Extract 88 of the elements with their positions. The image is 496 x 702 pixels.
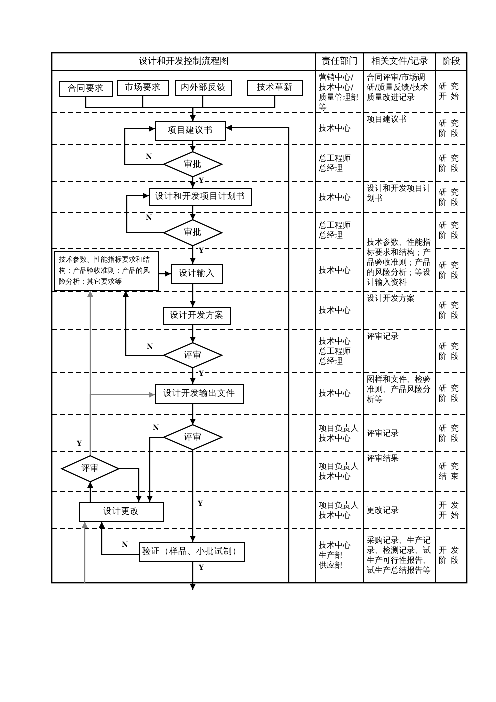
arrow [190, 368, 196, 384]
process-box: 合同要求 [59, 81, 113, 97]
department-text: 供应部 [319, 561, 343, 571]
arrow [190, 141, 196, 152]
stage-text: 研究阶段 [439, 424, 464, 444]
record-text: 更改记录 [367, 506, 399, 516]
decision-diamond: 评审 [164, 425, 222, 450]
department-text: 生产部 [319, 551, 343, 561]
decision-diamond: 评审 [164, 343, 222, 368]
department-text: 总工程师 [319, 221, 351, 231]
department-text: 项目负责人 [319, 424, 359, 434]
arrow [226, 125, 290, 583]
department-text: 技术中心 [319, 541, 351, 551]
process-box: 设计输入 [171, 264, 223, 284]
stage-text: 研究阶段 [439, 154, 464, 174]
process-box: 技术革新 [247, 80, 303, 96]
process-box: 设计开发方案 [163, 307, 231, 325]
arrow [190, 562, 196, 590]
arrow [88, 482, 94, 502]
record-text: 项目建议书 [367, 115, 407, 125]
record-text: 评审记录 [367, 428, 399, 438]
department-text: 总经理 [319, 231, 343, 241]
arrow [190, 450, 196, 542]
arrow [190, 284, 196, 307]
stage-text: 研究阶段 [439, 260, 464, 280]
decision-diamond: 审批 [164, 220, 222, 246]
arrow [190, 177, 196, 188]
column-header: 责任部门 [322, 56, 358, 68]
department-text: 项目负责人 [319, 462, 359, 472]
stage-text: 研究阶段 [439, 188, 464, 208]
department-text: 技术中心 [319, 389, 351, 399]
record-text: 采购记录、生产记录、检测记录、试生产可行性报告、试生产总结报告等 [367, 536, 432, 576]
decision-diamond: 审批 [164, 152, 222, 177]
record-text: 评审记录 [367, 332, 399, 342]
arrow [126, 193, 164, 234]
arrow [190, 206, 196, 220]
arrow [123, 291, 164, 356]
department-text: 总经理 [319, 164, 343, 174]
arrow [190, 404, 196, 425]
department-text: 营销中心/技术中心/质量管理部等 [319, 73, 360, 113]
table-title: 设计和开发控制流程图 [139, 56, 229, 68]
arrow [190, 246, 196, 264]
stage-text: 研究阶段 [439, 301, 464, 321]
arrow [159, 271, 171, 277]
record-text: 评审结果 [367, 454, 399, 464]
department-text: 总经理 [319, 356, 343, 366]
stage-text: 研究阶段 [439, 221, 464, 241]
department-text: 技术中心 [319, 434, 351, 444]
stage-text: 研究阶段 [439, 342, 464, 362]
stage-text: 研究阶段 [439, 119, 464, 139]
arrow [147, 436, 164, 502]
department-text: 技术中心 [319, 124, 351, 134]
stage-text: 研究结束 [439, 462, 464, 482]
process-box: 内外部反馈 [175, 80, 232, 96]
arrow [190, 325, 196, 343]
process-box: 项目建议书 [155, 121, 226, 141]
department-text: 技术中心 [319, 306, 351, 316]
process-box: 设计更改 [79, 502, 164, 522]
stage-text: 研究开始 [439, 82, 464, 102]
stage-text: 研究阶段 [439, 384, 464, 404]
column-header: 相关文件/记录 [371, 56, 429, 68]
arrow [119, 468, 142, 502]
department-text: 总工程师 [319, 346, 351, 356]
record-text: 设计和开发项目计划书 [367, 184, 432, 204]
record-text: 技术参数、性能指标要求和结构；产品验收准则；产品的风险分析；等设计输入资料 [367, 238, 432, 288]
arrow [190, 96, 276, 121]
column-header: 阶段 [442, 56, 460, 68]
process-box: 验证（样品、小批试制） [139, 542, 245, 562]
department-text: 技术中心 [319, 192, 351, 202]
arrow [124, 126, 164, 166]
record-text: 图样和文件、检验准则、产品风险分析等 [367, 375, 432, 405]
process-box: 设计开发输出文件 [155, 384, 244, 404]
record-text: 设计开发方案 [367, 294, 415, 304]
department-text: 技术中心 [319, 336, 351, 346]
department-text: 技术中心 [319, 266, 351, 276]
arrow [82, 522, 88, 583]
record-text: 合同评审/市场调研/质量反馈/技术质量改进记录 [367, 73, 430, 103]
decision-diamond: 评审 [62, 456, 119, 482]
department-text: 总工程师 [319, 154, 351, 164]
process-box: 设计和开发项目计划书 [149, 188, 252, 206]
department-text: 项目负责人 [319, 500, 359, 510]
process-box: 市场要求 [117, 80, 169, 96]
arrow [99, 522, 139, 556]
stage-text: 开发阶段 [439, 546, 464, 566]
department-text: 技术中心 [319, 472, 351, 482]
stage-text: 开发开始 [439, 500, 464, 520]
department-text: 技术中心 [319, 510, 351, 520]
arrow [90, 392, 155, 456]
